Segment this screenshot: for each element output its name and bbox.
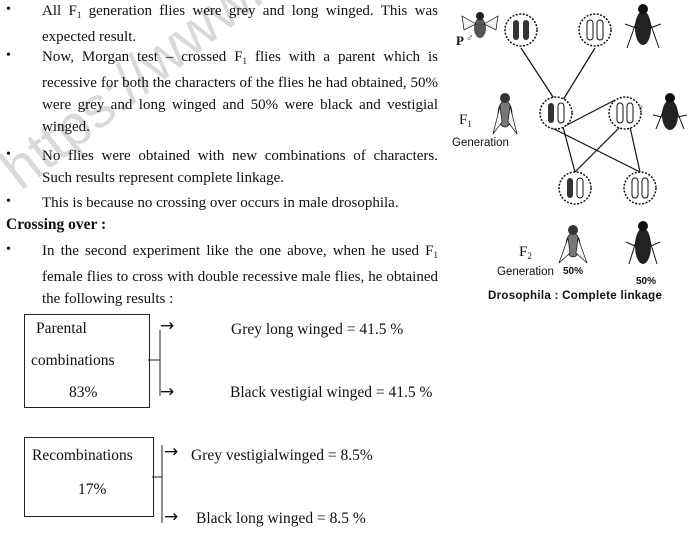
f2-right-percent: 50% — [636, 276, 657, 287]
chromosome-pair — [504, 13, 538, 47]
bullet-dot: • — [6, 48, 11, 63]
fly-icon — [625, 221, 661, 265]
fly-icon — [492, 93, 518, 135]
recombination-box — [24, 437, 154, 517]
bullet-dot: • — [6, 194, 11, 209]
parental-percent: 83% — [69, 384, 98, 401]
parental-result-1: Grey long winged = 41.5 % — [231, 321, 404, 338]
arrow-right-icon: → — [164, 442, 179, 462]
f1-generation-label: Generation — [452, 137, 509, 149]
f1-label: F1 — [459, 112, 472, 129]
recombination-percent: 17% — [78, 481, 107, 498]
arrow-right-icon: → — [160, 316, 175, 336]
chromosome-pair — [578, 13, 612, 47]
chromosome-pair — [623, 171, 657, 205]
p-label: P — [456, 33, 464, 48]
fly-icon — [461, 12, 499, 38]
bullet-dot: • — [6, 147, 11, 162]
parental-label-line1: Parental — [36, 320, 87, 337]
f2-left-percent: 50% — [563, 266, 584, 277]
parental-result-2: Black vestigial winged = 41.5 % — [230, 384, 433, 401]
cross-lines — [520, 47, 641, 173]
recombination-bracket — [152, 445, 163, 523]
bullet-item: Now, Morgan test – crossed F1 flies with… — [42, 49, 438, 135]
bullet-item: All F1 generation flies were grey and lo… — [42, 3, 438, 45]
bullet-item: This is because no crossing over occurs … — [42, 195, 399, 211]
f2-generation-label: Generation — [497, 266, 554, 278]
bullet-dot: • — [6, 242, 11, 257]
fly-icon — [652, 93, 688, 130]
chromosome-pair — [558, 171, 592, 205]
bullet-item: In the second experiment like the one ab… — [42, 243, 438, 307]
recombination-result-2: Black long winged = 8.5 % — [196, 510, 366, 527]
f2-label: F2 — [519, 244, 532, 261]
parental-box — [24, 314, 150, 408]
fly-icon — [558, 225, 588, 264]
parental-bracket — [148, 330, 161, 396]
diagram-caption: Drosophila : Complete linkage — [488, 290, 663, 302]
male-symbol-icon: ♂ — [466, 33, 474, 44]
bullet-item: No flies were obtained with new combinat… — [42, 148, 438, 186]
recombination-label: Recombinations — [32, 447, 133, 464]
female-symbol-icon: ♀ — [637, 103, 645, 114]
arrow-right-icon: → — [160, 382, 175, 402]
recombination-result-1: Grey vestigialwinged = 8.5% — [191, 447, 373, 464]
linkage-diagram — [461, 4, 688, 265]
parental-label-line2: combinations — [31, 352, 115, 369]
bullet-dot: • — [6, 2, 11, 17]
chromosome-pair — [608, 96, 642, 130]
fly-icon — [624, 4, 662, 49]
arrow-right-icon: → — [164, 507, 179, 527]
chromosome-pair — [539, 96, 573, 130]
section-heading: Crossing over : — [6, 216, 107, 233]
